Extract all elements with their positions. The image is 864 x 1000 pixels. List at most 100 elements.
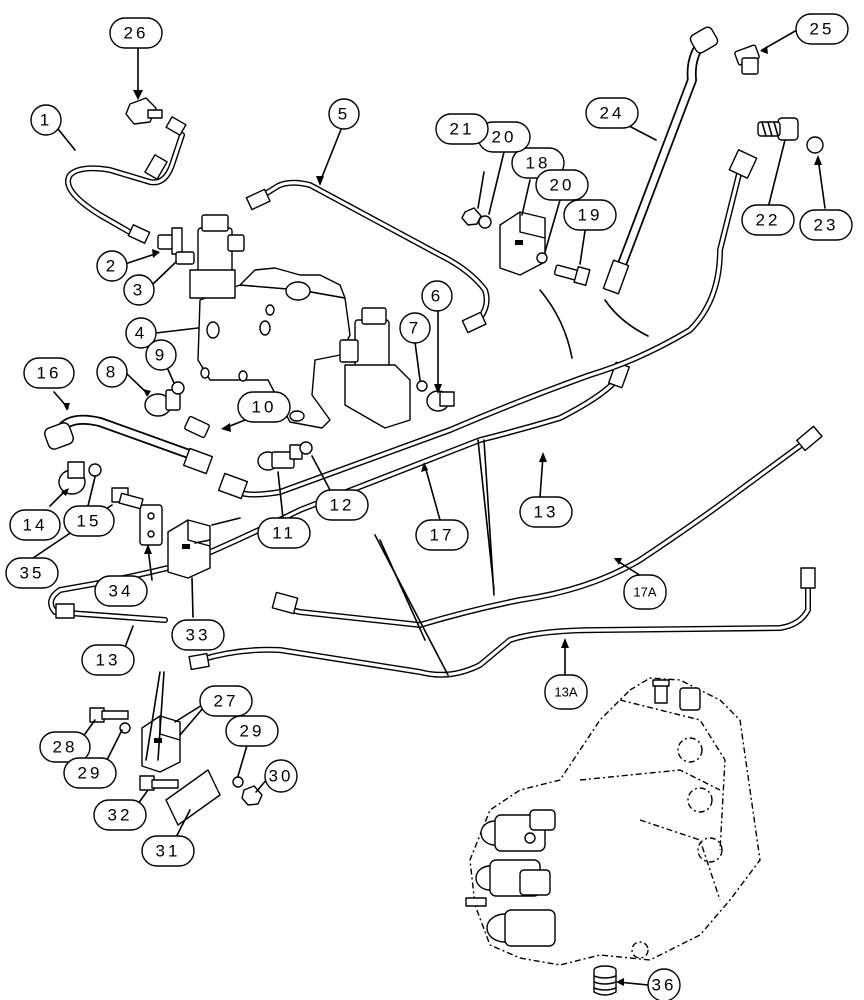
svg-text:16: 16 xyxy=(37,364,62,383)
svg-text:12: 12 xyxy=(330,496,355,515)
callout-11: 11 xyxy=(257,517,311,549)
o-ring-23 xyxy=(806,136,824,154)
bolt-19 xyxy=(553,264,591,286)
loader-control-valve-outline xyxy=(465,677,761,966)
plate-34 xyxy=(139,504,163,546)
callout-21: 21 xyxy=(435,113,489,145)
callout-28: 28 xyxy=(39,731,91,763)
callout-33: 33 xyxy=(171,619,225,651)
svg-text:13A: 13A xyxy=(554,685,577,700)
svg-text:20: 20 xyxy=(550,176,575,195)
callout-15: 15 xyxy=(63,505,115,537)
o-ring-9 xyxy=(171,381,185,395)
elbow-fitting-22 xyxy=(757,117,799,141)
callout-13-right: 13 xyxy=(519,496,573,528)
callout-1: 1 xyxy=(30,104,62,136)
callout-14: 14 xyxy=(9,509,61,541)
callout-17: 17 xyxy=(415,519,469,551)
clamp-block-18 xyxy=(499,211,546,276)
elbow-fitting-8 xyxy=(144,389,181,417)
tube-13a xyxy=(188,567,816,678)
plug-36 xyxy=(593,965,617,996)
callout-24: 24 xyxy=(585,97,639,129)
o-ring-12 xyxy=(299,441,313,455)
svg-text:5: 5 xyxy=(338,105,350,124)
callout-26: 26 xyxy=(109,17,163,49)
svg-text:4: 4 xyxy=(135,324,147,343)
callout-22: 22 xyxy=(741,204,795,236)
callout-29-a: 29 xyxy=(63,757,117,789)
svg-text:28: 28 xyxy=(53,738,78,757)
svg-text:29: 29 xyxy=(240,722,265,741)
svg-text:3: 3 xyxy=(133,281,145,300)
callout-32: 32 xyxy=(93,799,147,831)
svg-text:22: 22 xyxy=(756,211,781,230)
callout-bubbles: 1 2 3 4 5 6 7 8 9 10 11 12 13 13 13A 14 … xyxy=(5,13,853,1000)
svg-text:23: 23 xyxy=(814,216,839,235)
svg-text:26: 26 xyxy=(124,24,149,43)
callout-36: 36 xyxy=(647,968,681,1000)
clamp-block-33 xyxy=(167,519,211,579)
callout-6: 6 xyxy=(421,280,453,312)
plate-31 xyxy=(165,769,221,826)
callout-34: 34 xyxy=(94,575,148,607)
hose-24 xyxy=(602,26,719,295)
o-ring-15 xyxy=(88,463,102,477)
svg-text:7: 7 xyxy=(409,319,421,338)
svg-text:10: 10 xyxy=(252,398,277,417)
fitting-10 xyxy=(184,415,210,439)
callout-13a: 13A xyxy=(544,674,588,710)
bolt-28 xyxy=(89,707,129,723)
svg-text:21: 21 xyxy=(450,120,475,139)
svg-text:15: 15 xyxy=(77,512,102,531)
callout-20-a: 20 xyxy=(477,121,531,153)
washer-20b xyxy=(536,252,548,264)
svg-text:29: 29 xyxy=(78,764,103,783)
callout-4: 4 xyxy=(125,317,157,349)
washer-29b xyxy=(232,776,244,788)
svg-text:25: 25 xyxy=(810,20,835,39)
tee-fitting-11 xyxy=(257,444,303,471)
svg-text:18: 18 xyxy=(526,154,551,173)
svg-text:14: 14 xyxy=(23,516,48,535)
tube-5 xyxy=(245,179,490,334)
svg-text:36: 36 xyxy=(652,976,677,995)
fitting-26 xyxy=(125,97,163,125)
callout-2: 2 xyxy=(96,250,128,282)
tube-17 xyxy=(217,149,758,500)
elbow-fitting-6 xyxy=(426,390,455,412)
nut-21 xyxy=(461,207,482,226)
svg-text:17: 17 xyxy=(430,526,455,545)
callout-27: 27 xyxy=(199,685,253,717)
elbow-fitting-14 xyxy=(58,461,86,495)
svg-text:20: 20 xyxy=(492,128,517,147)
callout-19: 19 xyxy=(563,199,617,231)
svg-text:11: 11 xyxy=(272,524,296,543)
callout-17a: 17A xyxy=(623,574,667,610)
callout-9: 9 xyxy=(145,339,177,371)
tee-fitting-25 xyxy=(734,44,760,75)
tube-13 xyxy=(48,361,631,623)
washer-20a xyxy=(478,215,492,229)
svg-text:6: 6 xyxy=(431,287,443,306)
svg-text:13: 13 xyxy=(96,651,121,670)
svg-text:27: 27 xyxy=(214,692,239,711)
tube-1 xyxy=(65,116,187,244)
valve-block-4 xyxy=(189,214,411,429)
svg-text:30: 30 xyxy=(269,767,294,786)
svg-text:13: 13 xyxy=(534,503,559,522)
callout-7: 7 xyxy=(399,312,431,344)
svg-text:35: 35 xyxy=(20,564,45,583)
callout-3: 3 xyxy=(123,274,155,306)
callout-25: 25 xyxy=(795,13,849,45)
bolt-35 xyxy=(111,487,144,510)
callout-30: 30 xyxy=(264,759,298,793)
callout-35: 35 xyxy=(5,557,59,589)
svg-text:8: 8 xyxy=(106,363,118,382)
tube-17a xyxy=(271,425,823,628)
bolt-32 xyxy=(139,775,179,791)
callout-20-b: 20 xyxy=(535,169,589,201)
fitting-2 xyxy=(157,227,183,255)
